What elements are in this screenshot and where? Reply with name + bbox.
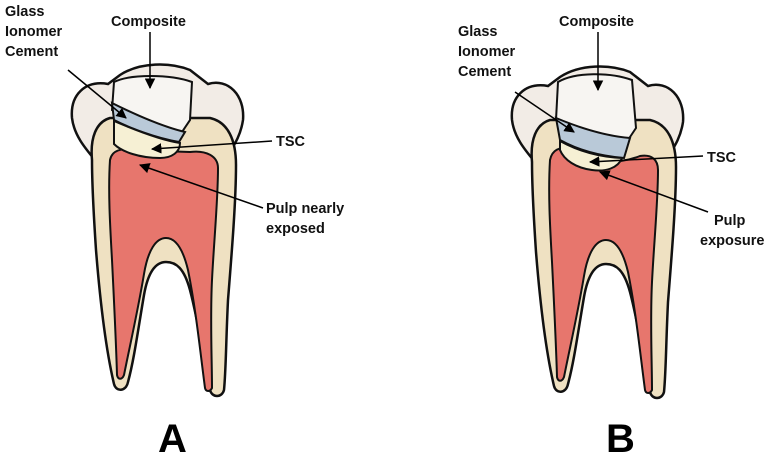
pulp-label-a-line1: Pulp nearly bbox=[266, 201, 344, 217]
pulp-label-b: Pulp exposure bbox=[700, 213, 764, 249]
pulp-label-a: Pulp nearly exposed bbox=[266, 201, 348, 237]
gic-label-a-line3: Cement bbox=[5, 44, 58, 60]
panel-letter-a: A bbox=[158, 417, 187, 459]
tsc-label-a: TSC bbox=[276, 134, 306, 150]
gic-label-b-line3: Cement bbox=[458, 64, 511, 80]
gic-label-b-line2: Ionomer bbox=[458, 44, 516, 60]
composite-label-b: Composite bbox=[559, 14, 634, 30]
pulp-label-a-line2: exposed bbox=[266, 221, 325, 237]
pulp-label-b-line2: exposure bbox=[700, 233, 764, 249]
composite-label-a: Composite bbox=[111, 14, 186, 30]
gic-label-a: Glass Ionomer Cement bbox=[5, 4, 66, 60]
pulp-a bbox=[109, 149, 218, 391]
pulp-b bbox=[549, 148, 658, 393]
tooth-a bbox=[72, 65, 243, 396]
tsc-label-b: TSC bbox=[707, 150, 737, 166]
gic-label-a-line2: Ionomer bbox=[5, 24, 63, 40]
gic-label-a-line1: Glass bbox=[5, 4, 45, 20]
gic-label-b-line1: Glass bbox=[458, 24, 498, 40]
gic-label-b: Glass Ionomer Cement bbox=[458, 24, 519, 80]
panel-b: Glass Ionomer Cement Composite TSC Pulp … bbox=[458, 14, 764, 459]
pulp-label-b-line1: Pulp bbox=[714, 213, 746, 229]
tooth-b bbox=[512, 67, 683, 398]
panel-a: Glass Ionomer Cement Composite TSC Pulp … bbox=[5, 4, 348, 459]
panel-letter-b: B bbox=[606, 417, 635, 459]
